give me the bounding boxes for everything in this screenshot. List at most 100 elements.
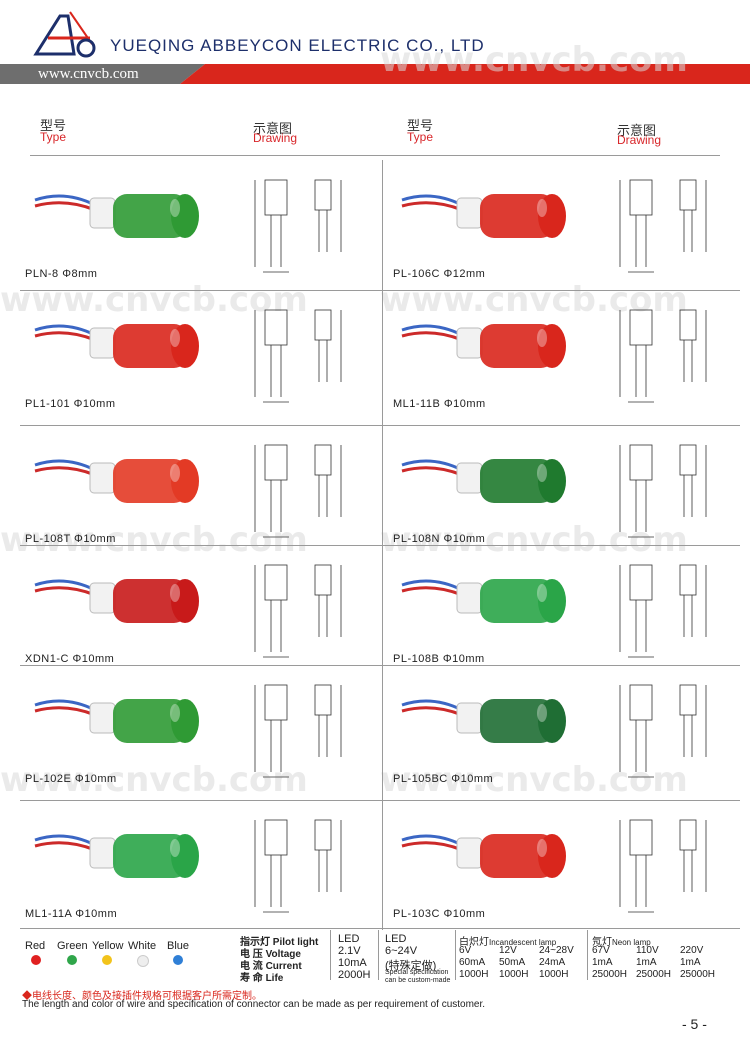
product-model-label: PL-103C Φ10mm (393, 908, 486, 920)
drawing-heading-en: Drawing (617, 133, 662, 147)
voltage-en: Voltage (265, 949, 301, 960)
technical-drawing (619, 564, 707, 658)
product-model-label: PL-106C Φ12mm (393, 268, 486, 280)
led2-title: LED (385, 933, 407, 945)
row-divider (20, 545, 740, 546)
life-cn: 寿 命 (240, 973, 263, 984)
product-model-label: PL-108N Φ10mm (393, 533, 486, 545)
incandescent-life-value: 1000H (459, 969, 489, 980)
current-cn: 电 流 (240, 961, 263, 972)
product-model-label: PL-105BC Φ10mm (393, 773, 494, 785)
watermark: www.cnvcb.com (380, 520, 688, 560)
blue-led-icon (173, 955, 183, 965)
neon-title: 氖灯 (592, 937, 612, 948)
led1-life: 2000H (338, 969, 371, 981)
indicator-lamp-photo (34, 194, 199, 238)
website-banner (0, 64, 750, 84)
neon-title-en: Neon lamp (612, 938, 651, 947)
technical-drawing (254, 564, 342, 658)
green-led-icon (67, 955, 77, 965)
technical-drawing (254, 444, 342, 538)
incandescent-title-en: Incandescent lamp (489, 938, 557, 947)
type-heading-cn: 型号 (407, 118, 434, 133)
pilot-light-en: Pilot light (272, 937, 319, 948)
watermark: www.cnvcb.com (0, 520, 308, 560)
type-heading-cn: 型号 (40, 118, 67, 133)
neon-current-value: 1mA (636, 957, 657, 968)
color-white-label: White (128, 940, 157, 952)
product-model-label: ML1-11B Φ10mm (393, 398, 486, 410)
indicator-lamp-photo (34, 699, 199, 743)
neon-life-value: 25000H (680, 969, 716, 980)
technical-drawing (619, 309, 707, 403)
row-divider (20, 425, 740, 426)
product-model-label: PL-102E Φ10mm (25, 773, 117, 785)
led1-voltage: 2.1V (338, 945, 361, 957)
incandescent-voltage-value: 12V (499, 945, 517, 956)
neon-voltage-value: 110V (636, 945, 659, 956)
technical-drawing (254, 309, 342, 403)
indicator-lamp-photo (401, 459, 566, 503)
watermark: www.cnvcb.com (380, 40, 688, 80)
watermark: www.cnvcb.com (0, 760, 308, 800)
led2-life: Special specification can be custom-made (385, 969, 451, 984)
technical-drawing (254, 179, 342, 273)
neon-life-value: 25000H (592, 969, 628, 980)
page-number: - 5 - (682, 1016, 707, 1032)
neon-current-value: 1mA (680, 957, 701, 968)
website-url: www.cnvcb.com (38, 66, 139, 82)
voltage-cn: 电 压 (240, 949, 263, 960)
neon-life-value: 25000H (636, 969, 672, 980)
company-name: YUEQING ABBEYCON ELECTRIC CO., LTD (110, 36, 485, 55)
header-rule (30, 155, 720, 156)
product-model-label: ML1-11A Φ10mm (25, 908, 118, 920)
technical-drawing (619, 684, 707, 778)
drawing-heading-cn: 示意图 (253, 121, 293, 136)
technical-drawing (619, 819, 707, 913)
color-green-label: Green (57, 940, 88, 952)
technical-drawing (254, 819, 342, 913)
product-model-label: XDN1-C Φ10mm (25, 653, 115, 665)
incandescent-title: 白炽灯 (459, 937, 489, 948)
color-blue-label: Blue (167, 940, 190, 952)
note-cn: ◆电线长度、颜色及接插件规格可根据客户所需定制。 (22, 991, 262, 1002)
indicator-lamp-photo (34, 834, 199, 878)
company-logo (33, 11, 96, 58)
incandescent-current-value: 24mA (539, 957, 566, 968)
indicator-lamp-photo (401, 324, 566, 368)
current-en: Current (265, 961, 302, 972)
watermark: www.cnvcb.com (380, 280, 688, 320)
indicator-lamp-photo (401, 834, 566, 878)
life-en: Life (265, 973, 284, 984)
type-heading-en: Type (407, 130, 434, 144)
indicator-lamp-photo (34, 579, 199, 623)
indicator-lamp-photo (401, 699, 566, 743)
technical-drawing (619, 444, 707, 538)
neon-current-value: 1mA (592, 957, 613, 968)
indicator-lamp-photo (401, 579, 566, 623)
product-model-label: PLN-8 Φ8mm (25, 268, 98, 280)
type-heading-en: Type (40, 130, 67, 144)
incandescent-current-value: 60mA (459, 957, 486, 968)
product-model-label: PL-108B Φ10mm (393, 653, 485, 665)
color-yellow-label: Yellow (92, 940, 124, 952)
product-model-label: PL1-101 Φ10mm (25, 398, 116, 410)
led2-current: (特殊定做) (385, 960, 437, 972)
incandescent-voltage-value: 24~28V (539, 945, 574, 956)
technical-drawing (254, 684, 342, 778)
incandescent-life-value: 1000H (539, 969, 569, 980)
indicator-lamp-photo (34, 324, 199, 368)
product-model-label: PL-108T Φ10mm (25, 533, 116, 545)
note-en: The length and color of wire and specifi… (22, 999, 486, 1010)
led1-title: LED (338, 933, 360, 945)
watermark: www.cnvcb.com (380, 760, 688, 800)
yellow-led-icon (102, 955, 112, 965)
led1-current: 10mA (338, 957, 367, 969)
neon-voltage-value: 67V (592, 945, 610, 956)
drawing-heading-cn: 示意图 (617, 123, 657, 138)
row-divider (20, 290, 740, 291)
row-divider (20, 928, 740, 929)
incandescent-current-value: 50mA (499, 957, 526, 968)
row-divider (20, 800, 740, 801)
indicator-lamp-photo (401, 194, 566, 238)
